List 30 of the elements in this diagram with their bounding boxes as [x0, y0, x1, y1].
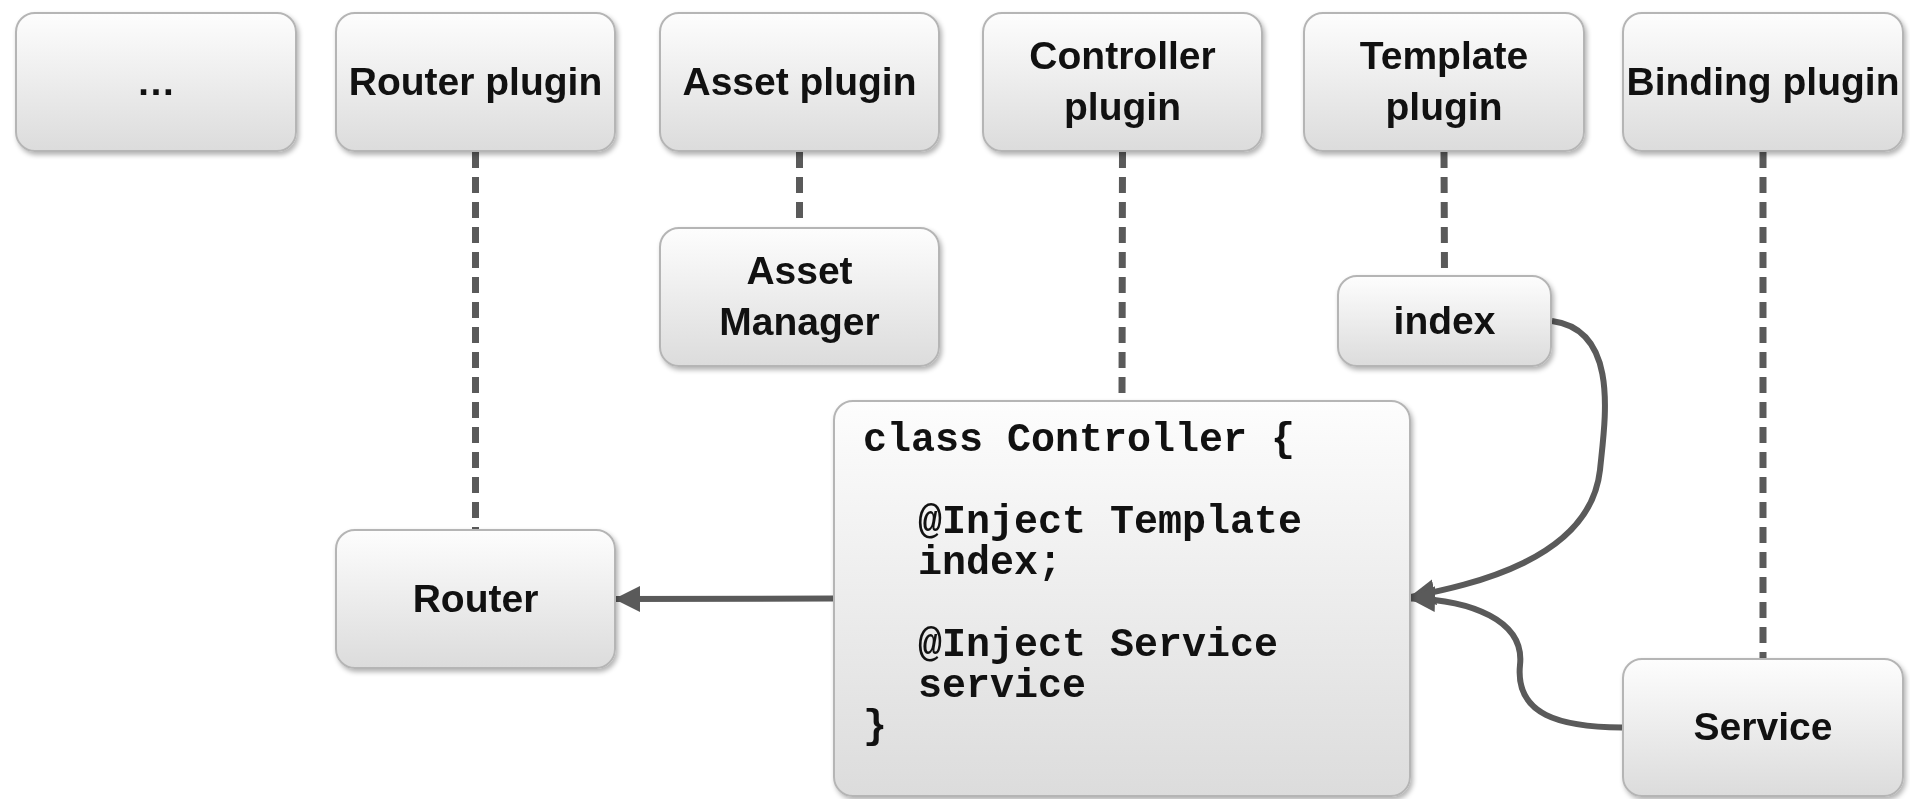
node-label: Template plugin	[1358, 33, 1530, 130]
arrow	[1409, 586, 1623, 731]
component-box	[1303, 12, 1585, 152]
component-box	[659, 227, 940, 367]
component-box	[982, 12, 1263, 152]
component-box	[15, 12, 297, 152]
node-label: Asset Manager	[718, 248, 881, 345]
dashed-connector	[472, 152, 479, 529]
component-box	[1337, 275, 1552, 367]
arrow	[1409, 318, 1608, 605]
node-label: …	[136, 58, 176, 105]
code-line: }	[863, 707, 887, 748]
component-box	[1622, 12, 1904, 152]
code-line: @Inject Service service	[918, 625, 1280, 707]
code-line: class Controller {	[863, 420, 1296, 461]
component-box	[335, 12, 616, 152]
node-label: Binding plugin	[1626, 58, 1900, 105]
node-label: Service	[1693, 704, 1833, 751]
component-box	[335, 529, 616, 669]
node-label: Router plugin	[348, 58, 603, 105]
dashed-connector	[1759, 152, 1767, 658]
node-label: index	[1393, 297, 1496, 344]
component-box	[659, 12, 940, 152]
node-label: Asset plugin	[682, 58, 917, 105]
code-line: @Inject Template index;	[918, 502, 1303, 584]
arrow	[614, 585, 833, 612]
component-box	[1622, 658, 1904, 797]
node-label: Controller plugin	[1028, 33, 1217, 130]
code-box	[833, 400, 1411, 797]
node-label: Router	[412, 575, 539, 622]
